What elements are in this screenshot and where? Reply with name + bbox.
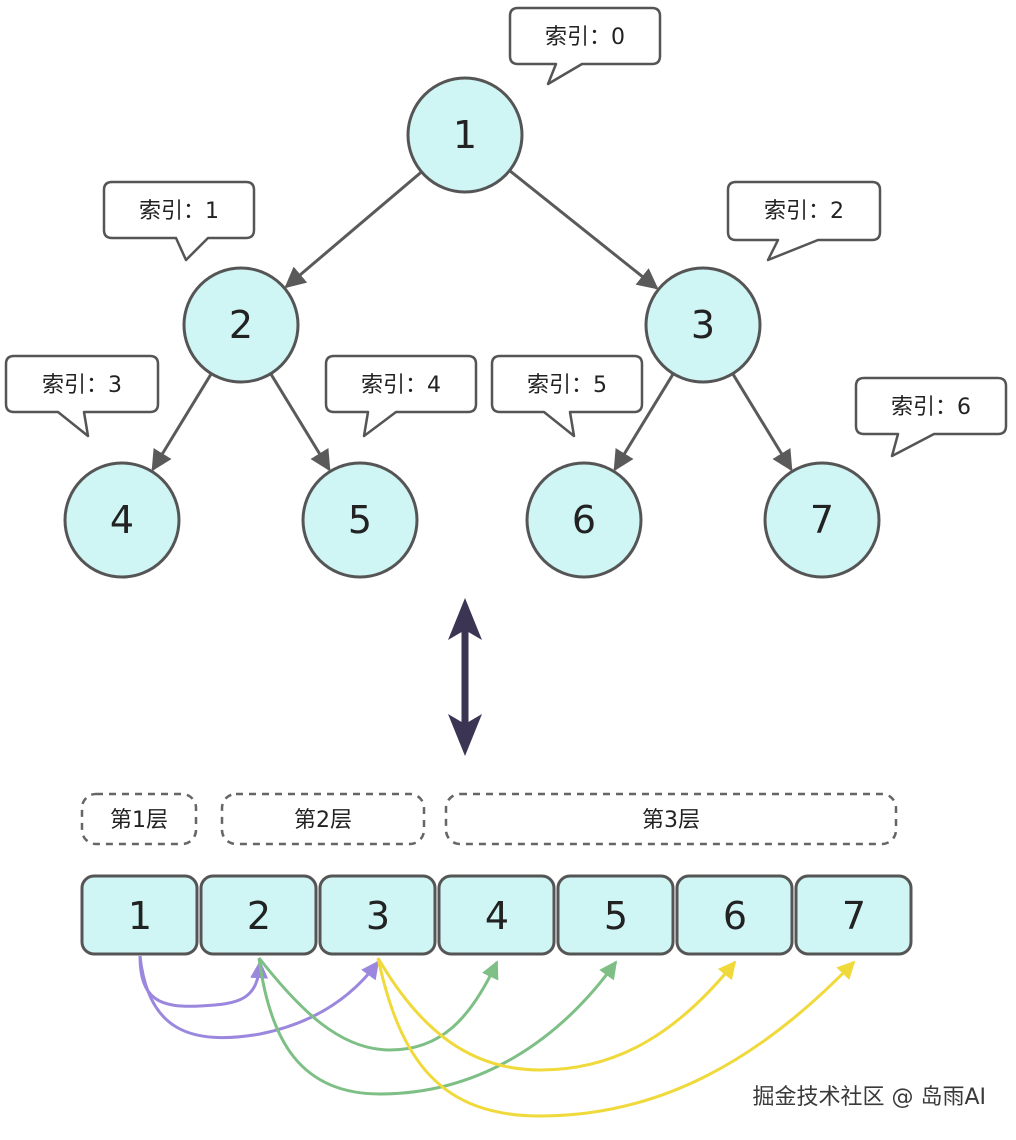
link-2-5 bbox=[376, 957, 737, 1072]
array-cell-2: 3 bbox=[318, 874, 437, 956]
index-label-5: 索引：5 bbox=[527, 373, 607, 398]
link-0-1 bbox=[138, 955, 269, 1008]
array-cell-value: 7 bbox=[842, 894, 866, 938]
tree-edge-2-5 bbox=[613, 372, 676, 472]
tree-node-3: 3 bbox=[644, 266, 762, 384]
tree-edge-0-1 bbox=[284, 170, 424, 289]
index-bubble: 索引：4 bbox=[324, 354, 478, 438]
level-label-3: 第3层 bbox=[444, 792, 898, 846]
tree-edge-2-6 bbox=[730, 372, 793, 472]
index-label-0: 索引：0 bbox=[545, 25, 625, 50]
level-label-text: 第3层 bbox=[642, 808, 700, 833]
array-cell-value: 4 bbox=[485, 894, 509, 938]
index-bubble: 索引：2 bbox=[726, 180, 882, 262]
index-label-4: 索引：4 bbox=[361, 373, 441, 398]
tree-edge-0-2 bbox=[507, 168, 659, 290]
index-bubble: 索引：5 bbox=[490, 354, 644, 438]
tree-node-value: 1 bbox=[453, 113, 477, 157]
level-label-1: 第1层 bbox=[80, 792, 198, 846]
tree-node-2: 2 bbox=[182, 266, 300, 384]
level-label-text: 第2层 bbox=[294, 808, 352, 833]
index-bubble: 索引：3 bbox=[4, 354, 160, 438]
array-cell-4: 5 bbox=[556, 874, 675, 956]
array-cell-value: 3 bbox=[366, 894, 390, 938]
parent-child-links bbox=[138, 955, 856, 1118]
array-cell-value: 2 bbox=[247, 894, 271, 938]
tree-node-7: 7 bbox=[763, 461, 881, 579]
tree-node-value: 6 bbox=[572, 498, 596, 542]
link-1-4 bbox=[257, 957, 618, 1096]
tree-node-value: 3 bbox=[691, 303, 715, 347]
tree-node-4: 4 bbox=[63, 461, 181, 579]
index-label-1: 索引：1 bbox=[139, 199, 219, 224]
array-cell-value: 6 bbox=[723, 894, 747, 938]
array-cell-1: 2 bbox=[199, 874, 318, 956]
index-bubble: 索引：6 bbox=[854, 376, 1008, 458]
index-bubble: 索引：0 bbox=[508, 6, 662, 86]
link-0-2 bbox=[138, 955, 380, 1040]
tree-node-6: 6 bbox=[525, 461, 643, 579]
tree-edges bbox=[151, 168, 793, 472]
index-label-6: 索引：6 bbox=[891, 395, 971, 420]
array-cell-value: 5 bbox=[604, 894, 628, 938]
array-cell-6: 7 bbox=[794, 874, 913, 956]
tree-node-value: 4 bbox=[110, 498, 134, 542]
array-cell-value: 1 bbox=[128, 894, 152, 938]
tree-edge-1-4 bbox=[268, 372, 331, 472]
tree-edge-1-3 bbox=[151, 372, 214, 472]
double-arrow-icon bbox=[448, 598, 482, 756]
tree-node-value: 5 bbox=[348, 498, 372, 542]
tree-node-1: 1 bbox=[406, 76, 524, 194]
level-label-text: 第1层 bbox=[110, 808, 168, 833]
link-2-6 bbox=[376, 957, 856, 1118]
index-label-2: 索引：2 bbox=[764, 199, 844, 224]
index-bubble: 索引：1 bbox=[102, 180, 256, 262]
tree-node-value: 7 bbox=[810, 498, 834, 542]
link-1-3 bbox=[257, 957, 499, 1052]
array-cell-0: 1 bbox=[80, 874, 199, 956]
array-cell-3: 4 bbox=[437, 874, 556, 956]
watermark-text: 掘金技术社区 @ 岛雨AI bbox=[752, 1085, 986, 1110]
tree-node-5: 5 bbox=[301, 461, 419, 579]
tree-node-value: 2 bbox=[229, 303, 253, 347]
array-cell-5: 6 bbox=[675, 874, 794, 956]
level-label-2: 第2层 bbox=[220, 792, 426, 846]
index-label-3: 索引：3 bbox=[42, 373, 122, 398]
